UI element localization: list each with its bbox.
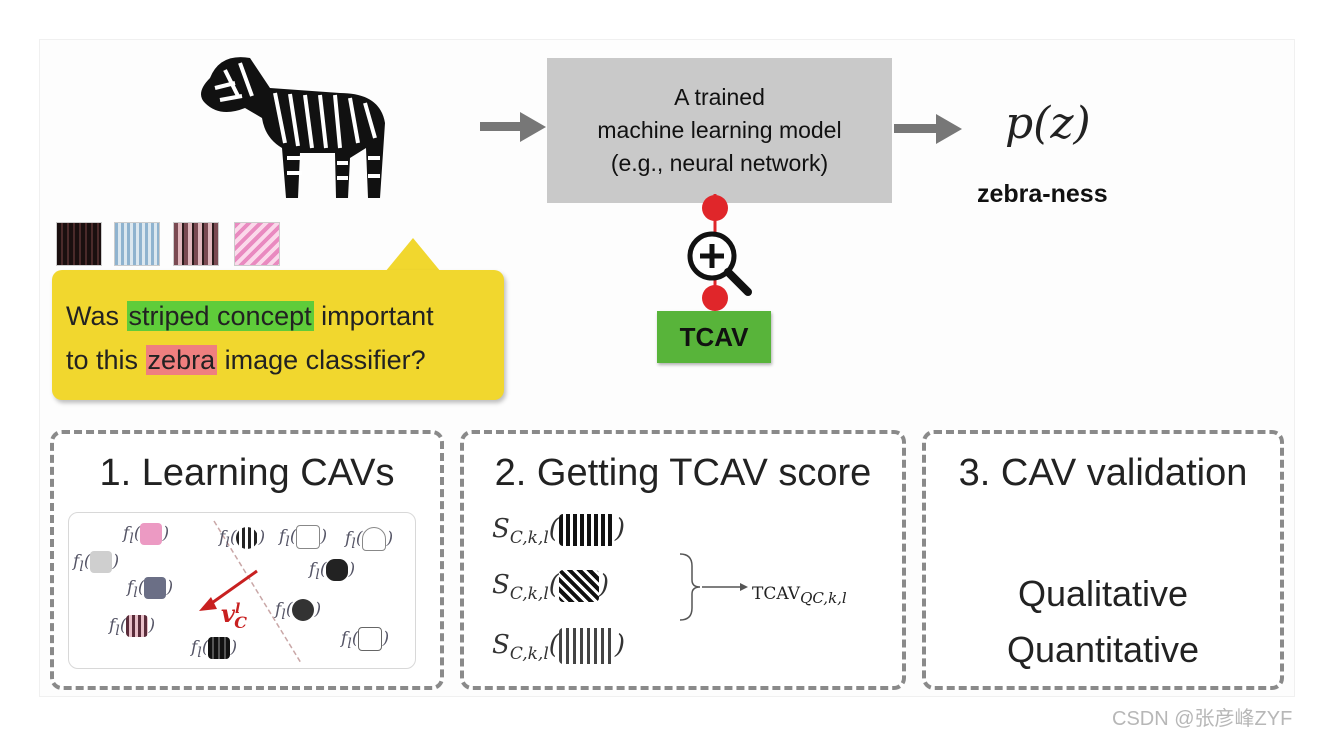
activation-term: fl() (219, 527, 266, 551)
probe-node (702, 285, 728, 311)
zebra-image (201, 57, 385, 198)
question-part: to this (66, 345, 146, 375)
arrow-right-icon (894, 114, 962, 144)
question-part: Was (66, 301, 127, 331)
activation-term: fl() (73, 551, 120, 575)
output-label: zebra-ness (977, 180, 1108, 208)
panel-title: 1. Learning CAVs (99, 452, 395, 494)
activation-term: fl() (309, 559, 356, 583)
validation-item: Quantitative (1006, 629, 1200, 670)
concept-swatch (234, 222, 280, 266)
panel-tcav-score: 2. Getting TCAV score SC,k,l() SC,k,l() … (460, 430, 906, 690)
validation-item: Qualitative (1017, 573, 1189, 614)
activation-term: fl() (123, 523, 170, 547)
validation-list: Qualitative Quantitative (926, 566, 1280, 678)
concept-swatch (114, 222, 160, 266)
tcav-box: TCAV (657, 311, 771, 363)
model-line: A trained (674, 84, 765, 110)
panel-learning-cavs: 1. Learning CAVs fl() fl() fl() fl() fl(… (50, 430, 444, 690)
concept-swatch (56, 222, 102, 266)
activation-term: fl() (279, 525, 328, 550)
score-term: SC,k,l() (492, 514, 626, 549)
score-term: SC,k,l() (492, 570, 610, 605)
activation-term: fl() (127, 577, 174, 601)
bubble-pointer (385, 238, 441, 272)
activation-term: fl() (345, 527, 394, 552)
activation-term: fl() (341, 627, 390, 652)
arrow-right-icon (480, 112, 546, 142)
activation-term: fl() (191, 637, 238, 661)
question-text: Was striped concept important to this ze… (66, 294, 506, 382)
tcav-result: TCAVQC,k,l (752, 584, 847, 608)
score-term: SC,k,l() (492, 628, 626, 665)
question-part: image classifier? (217, 345, 426, 375)
activation-term: fl() (109, 615, 156, 639)
model-line: machine learning model (597, 117, 842, 143)
probe-graphic (687, 194, 752, 311)
probe-node (702, 195, 728, 221)
panel-title: 2. Getting TCAV score (494, 452, 872, 494)
activation-term: fl() (275, 599, 322, 623)
output-formula: p(z) (1005, 98, 1091, 149)
watermark: CSDN @张彦峰ZYF (1112, 708, 1293, 730)
question-bubble (52, 270, 504, 400)
target-highlight: zebra (145, 345, 218, 375)
question-part: important (313, 301, 434, 331)
concept-swatch (173, 222, 219, 266)
model-line: (e.g., neural network) (610, 150, 829, 176)
model-box: A trained machine learning model (e.g., … (547, 58, 892, 203)
cav-separator (199, 520, 302, 664)
cav-illustration: fl() fl() fl() fl() fl() fl() fl() fl() … (68, 512, 416, 669)
panel-title: 3. CAV validation (958, 452, 1248, 494)
brace-arrow-icon (679, 553, 748, 621)
panel-cav-validation: 3. CAV validation Qualitative Quantitati… (922, 430, 1284, 690)
cav-vector-label: vlC (221, 599, 248, 632)
concept-highlight: striped concept (126, 301, 314, 331)
